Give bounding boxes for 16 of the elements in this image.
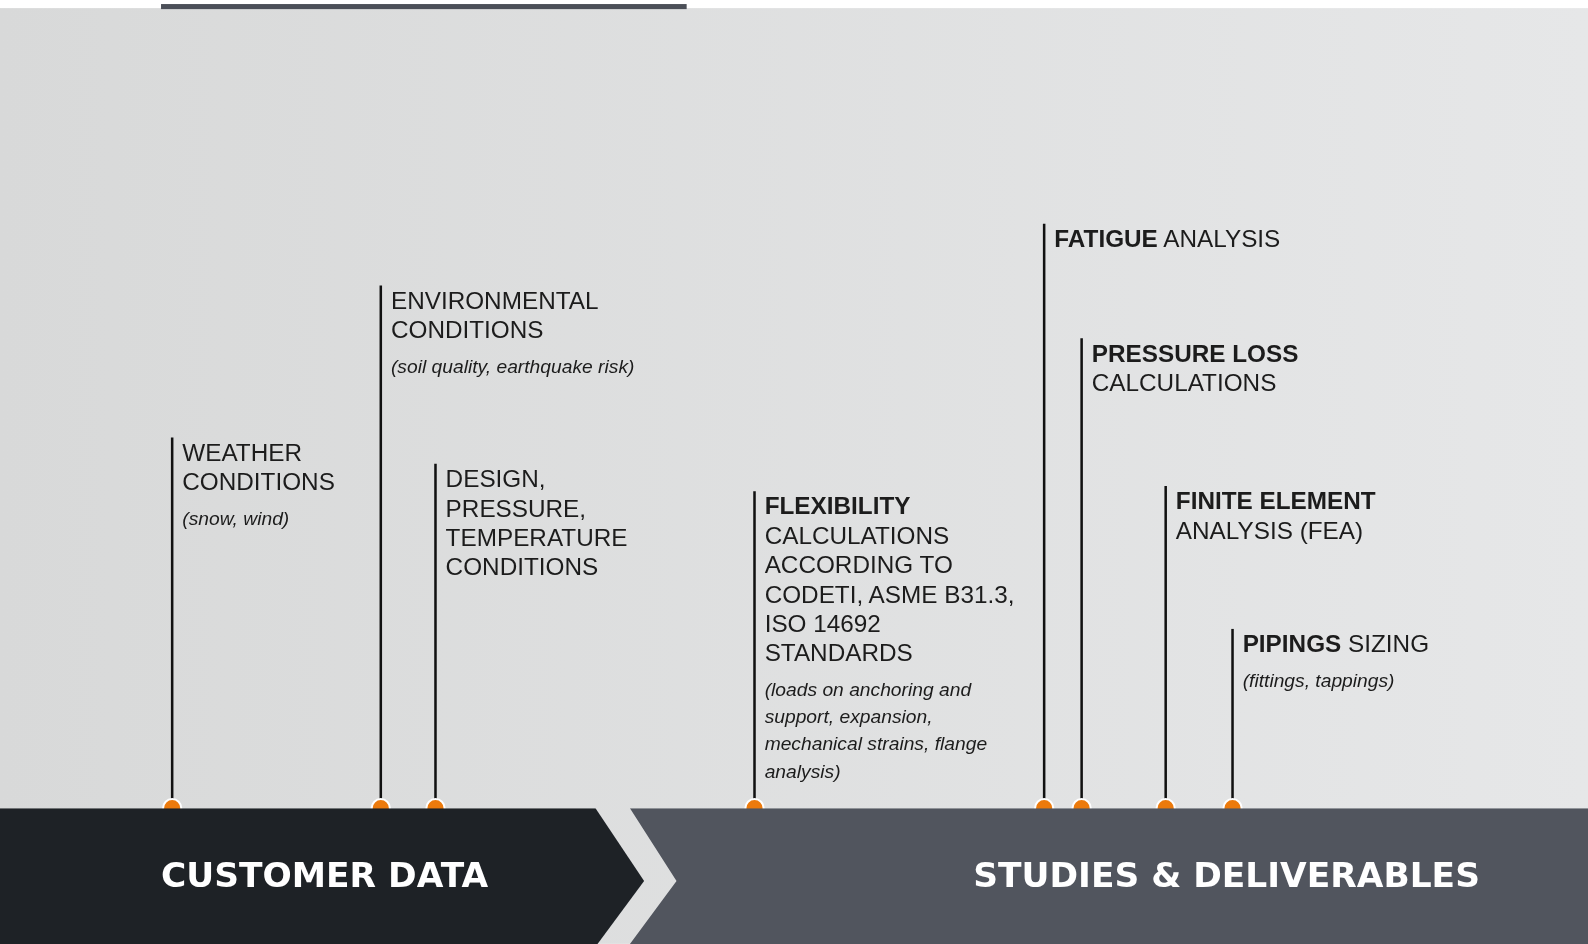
band-title: STUDIES & DELIVERABLES: [973, 854, 1480, 896]
item-heading: ENVIRONMENTAL CONDITIONS: [390, 285, 599, 345]
item-heading: PRESSURE LOSS CALCULATIONS: [1091, 338, 1300, 397]
item-note: (loads on anchoring and support, expansion, mechanical strains, flange analysis): [764, 677, 989, 784]
item-heading: FATIGUE ANALYSIS: [1054, 223, 1282, 254]
chevron-band: [0, 808, 645, 944]
item-note: (fittings, tappings): [1242, 668, 1396, 693]
band-title: CUSTOMER DATA: [161, 854, 489, 896]
chevron-band: [629, 808, 1588, 944]
item-heading: FLEXIBILITY CALCULATIONS ACCORDING TO CODETI, ASME B31.3, ISO 14692 STANDARDS: [764, 491, 1016, 668]
item-heading: FINITE ELEMENT ANALYSIS (FEA): [1175, 486, 1377, 545]
item-note: (snow, wind): [182, 506, 291, 531]
item-heading: WEATHER CONDITIONS: [182, 437, 336, 497]
item-heading: DESIGN, PRESSURE, TEMPERATURE CONDITIONS: [445, 463, 629, 582]
item-heading: PIPINGS SIZING: [1242, 628, 1431, 659]
item-note: (soil quality, earthquake risk): [390, 354, 636, 379]
